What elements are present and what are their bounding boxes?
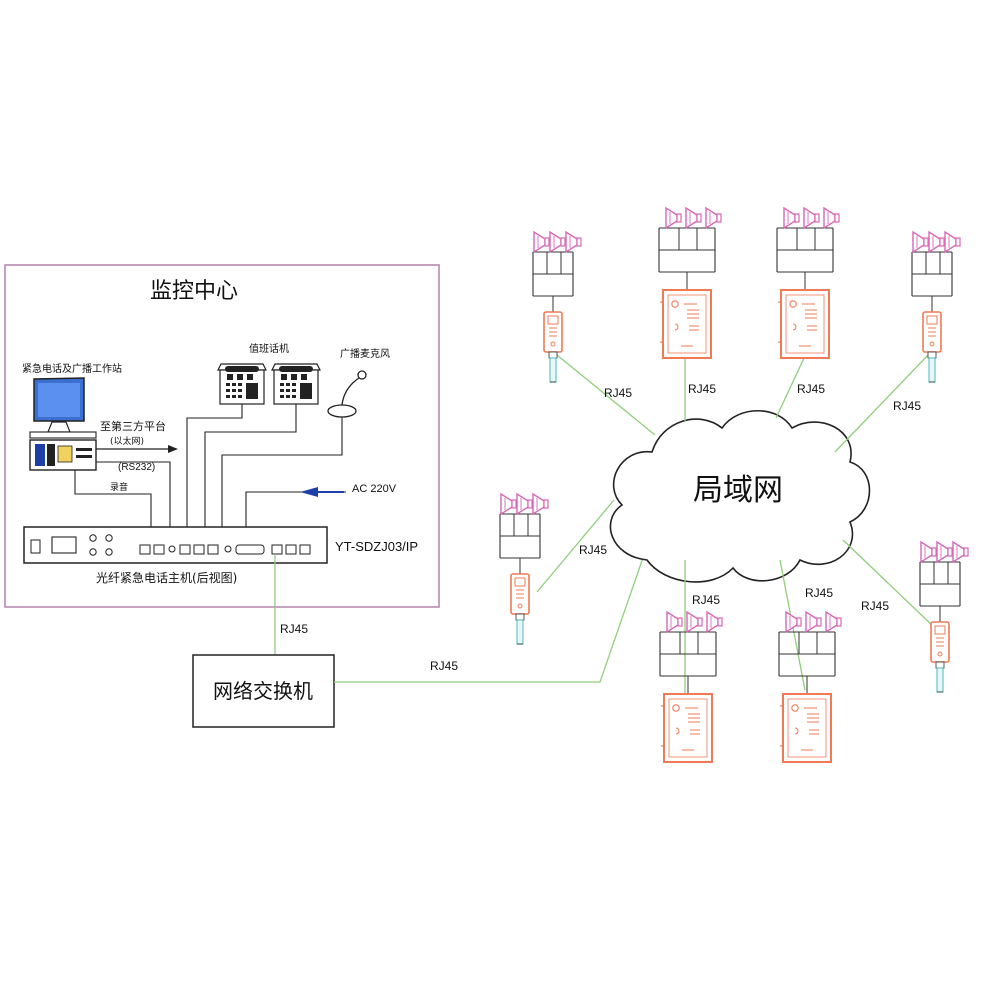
duty-phone-line-2: [204, 404, 297, 527]
ac-power-line: [245, 491, 346, 527]
record-label: 录音: [110, 481, 128, 493]
workstation-label: 紧急电话及广播工作站: [22, 362, 122, 375]
box-terminal-7: [779, 612, 841, 762]
lan-label: 局域网: [693, 473, 783, 508]
pole-terminal-1: [533, 232, 581, 382]
duty-phone-icon-1: [217, 363, 267, 405]
host-rear-panel: [23, 526, 328, 564]
box-terminal-3: [777, 208, 839, 358]
box-terminal-6: [660, 612, 722, 762]
record-line: [74, 470, 152, 527]
microphone-icon: [327, 370, 367, 418]
duty-phone-line-1: [186, 404, 243, 527]
workstation: [29, 377, 97, 471]
monitor-center-frame: [4, 264, 440, 608]
host-model-label: YT-SDZJ03/IP: [335, 539, 418, 554]
switch-lan-link: [334, 551, 646, 683]
duty-phone-icon-2: [271, 363, 321, 405]
arrow-right-icon: [168, 445, 178, 453]
rs232-label: (RS232): [118, 462, 155, 473]
link-1-label: RJ45: [604, 386, 632, 400]
broadcast-mic-label: 广播麦克风: [340, 347, 390, 360]
link-8: [842, 539, 936, 629]
link-6-label: RJ45: [692, 593, 720, 607]
host-switch-rj45-label: RJ45: [280, 622, 308, 636]
ethernet-label: (以太网): [110, 435, 144, 447]
third-party-label: 至第三方平台: [100, 419, 166, 433]
monitor-center-title: 监控中心: [150, 279, 238, 304]
link-3: [775, 355, 806, 419]
lan-cloud: [609, 409, 871, 583]
link-8-label: RJ45: [861, 599, 889, 613]
ac-label: AC 220V: [352, 483, 397, 495]
network-switch-label: 网络交换机: [213, 679, 313, 703]
link-7-label: RJ45: [805, 586, 833, 600]
pole-terminal-8: [920, 542, 968, 692]
duty-phone-label: 值班话机: [249, 342, 289, 355]
pole-terminal-4: [912, 232, 960, 382]
link-4-label: RJ45: [893, 399, 921, 413]
host-caption: 光纤紧急电话主机(后视图): [96, 570, 237, 585]
link-4: [834, 351, 932, 453]
link-1: [556, 354, 656, 436]
link-5: [536, 499, 615, 593]
link-3-label: RJ45: [797, 382, 825, 396]
ac-arrow-icon: [300, 487, 318, 497]
pole-terminal-5: [500, 494, 548, 644]
link-2-label: RJ45: [688, 382, 716, 396]
switch-lan-rj45-label: RJ45: [430, 659, 458, 673]
network-switch-box: [192, 654, 335, 728]
link-5-label: RJ45: [579, 543, 607, 557]
mic-line: [221, 417, 343, 527]
keyboard-icon: [29, 431, 97, 439]
box-terminal-2: [659, 208, 721, 358]
rs232-line: [96, 461, 171, 527]
